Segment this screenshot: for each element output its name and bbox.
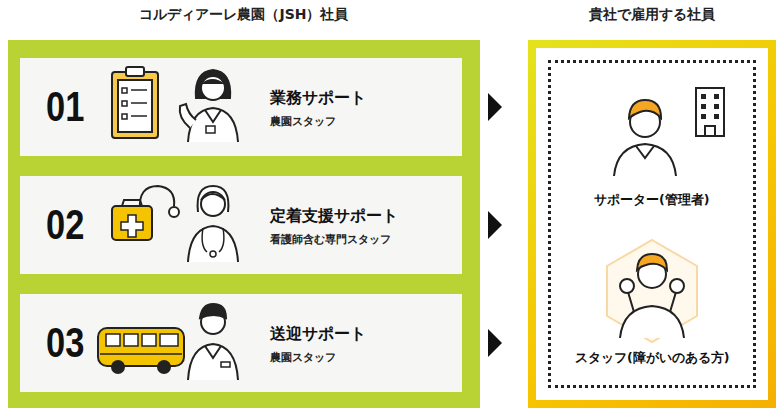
panel-title: 貴社で雇用する社員 bbox=[528, 6, 776, 24]
supporter-figure bbox=[614, 100, 676, 176]
row-heading: 業務サポート bbox=[270, 88, 366, 109]
figure-caption: サポーター(管理者) bbox=[594, 192, 709, 209]
support-row: 01 業務サポート農園スタッフ bbox=[20, 58, 462, 156]
hexagon-backdrop bbox=[607, 240, 697, 342]
callout-number: 01 bbox=[46, 83, 84, 131]
building-icon bbox=[696, 88, 724, 136]
callout-number: 03 bbox=[46, 319, 84, 367]
row-subtext: 看護師含む専門スタッフ bbox=[270, 233, 391, 247]
row-heading: 送迎サポート bbox=[270, 324, 366, 345]
panel-title: コルディアーレ農園（JSH）社員 bbox=[8, 6, 480, 24]
arrow-connector bbox=[488, 93, 502, 121]
callout-number: 02 bbox=[46, 201, 84, 249]
panel-inner bbox=[536, 48, 768, 400]
nurse-figure bbox=[188, 186, 238, 262]
first-aid-icon bbox=[112, 186, 179, 240]
dotted-frame bbox=[548, 60, 756, 388]
driver-figure bbox=[188, 304, 238, 380]
staff-figure bbox=[620, 254, 684, 338]
figure-caption: スタッフ(障がいのある方) bbox=[575, 350, 729, 367]
support-row: 03 送迎サポート農園スタッフ bbox=[20, 294, 462, 392]
row-subtext: 農園スタッフ bbox=[270, 351, 336, 365]
arrow-connector bbox=[488, 329, 502, 357]
arrow-connector bbox=[488, 211, 502, 239]
row-subtext: 農園スタッフ bbox=[270, 115, 336, 129]
staff-figure bbox=[180, 70, 238, 142]
clipboard-icon bbox=[112, 67, 158, 138]
row-heading: 定着支援サポート bbox=[270, 206, 398, 227]
group-panel: コルディアーレ農園（JSH）社員01業務サポート農園スタッフ02定着支援サポート… bbox=[8, 40, 480, 408]
support-row: 02 定着支援サポート看護師含む専門スタッフ bbox=[20, 176, 462, 274]
bus-icon bbox=[98, 328, 184, 373]
